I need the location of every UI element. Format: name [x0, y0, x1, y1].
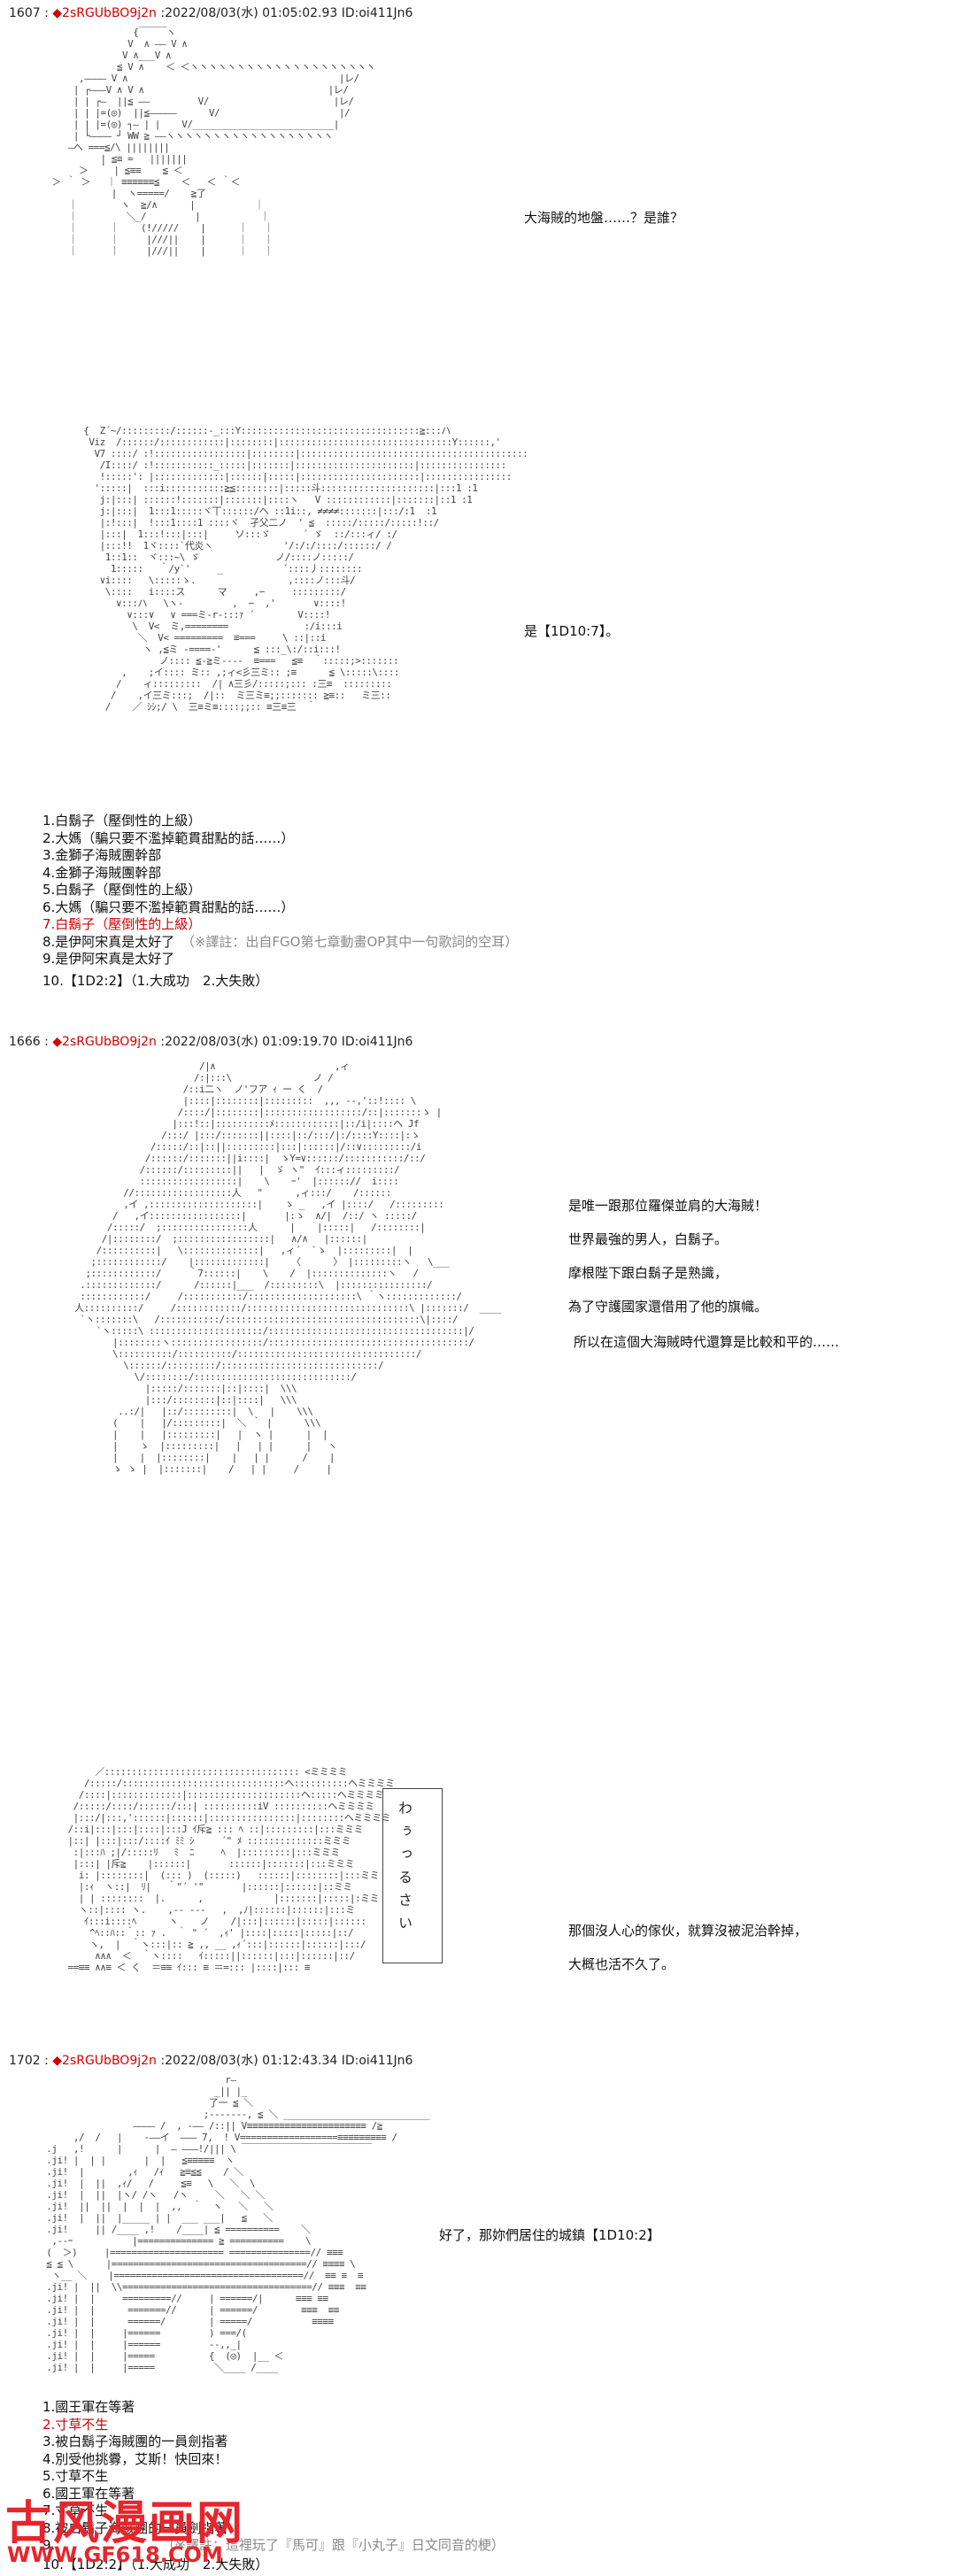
- list-item: 3.被白鬍子海賊團的一員劍指著: [42, 2433, 228, 2449]
- post-number: 1702 :: [9, 2054, 49, 2068]
- ascii-art-sword-pointer: r― _|| |_ 了一 ≦ ＼ ;-------, ≦ ＼ _________…: [46, 2074, 430, 2373]
- post-author[interactable]: 2sRGUbBO9j2n: [62, 6, 157, 20]
- speech-line: 那個沒人心的傢伙，就算沒被泥治幹掉，: [568, 1923, 808, 1939]
- list-item: 2.大媽（騙只要不濫掉範貫甜點的話……）: [42, 829, 295, 846]
- watermark-url: WWW.GF618.COM: [7, 2542, 223, 2567]
- speech-line: 世界最強的男人，白鬍子。: [568, 1231, 729, 1247]
- speech-bubble: [382, 1788, 443, 1963]
- choice-list: 1.國王軍在等著 2.寸草不生 3.被白鬍子海賊團的一員劍指著 4.別受他挑釁，…: [42, 2399, 505, 2555]
- post-header: 1702 : ◆2sRGUbBO9j2n :2022/08/03(水) 01:1…: [9, 2051, 412, 2069]
- ascii-art-tall-figure: /|∧ ,ィ /:|:::\ ノ / /::i二ヽ ノ'フア ｨ ー く / |…: [74, 1060, 502, 1475]
- diamond-icon: ◆: [52, 2054, 63, 2068]
- post-header: 1666 : ◆2sRGUbBO9j2n :2022/08/03(水) 01:0…: [9, 1032, 412, 1050]
- list-item-selected: 7.白鬍子（壓倒性的上級）: [42, 916, 202, 932]
- watermark-title: 古风漫画网: [5, 2496, 245, 2550]
- translator-note: （※譯註：出自FGO第七章動畫OP其中一句歌詞的空耳）: [188, 933, 519, 950]
- post-header: 1607 : ◆2sRGUbBO9j2n :2022/08/03(水) 01:0…: [9, 4, 412, 21]
- speech-line: 大海賊的地盤……？是誰？: [524, 210, 684, 226]
- ascii-art-annoyed-character: ／:::::::::::::::::::::::::::::::::::: <ミ…: [67, 1766, 395, 1973]
- speech-line: 好了，那妳們居住的城鎮【1D10:2】: [439, 2227, 660, 2243]
- speech-line: 為了守護國家還借用了他的旗幟。: [568, 1299, 768, 1315]
- list-item: 1.白鬍子（壓倒性的上級）: [42, 813, 202, 829]
- post-number: 1607 :: [9, 6, 49, 20]
- speech-line: 大概也活不久了。: [568, 1956, 675, 1972]
- list-item: 9.（※譯註：這裡玩了『馬可』跟『小丸子』日文同音的梗）: [42, 2537, 505, 2553]
- diamond-icon: ◆: [52, 6, 63, 20]
- list-item: 5.寸草不生: [42, 2468, 109, 2484]
- list-item: 8.是伊阿宋真是太好了 （※譯註：出自FGO第七章動畫OP其中一句歌詞的空耳）: [42, 933, 519, 950]
- speech-line: 摩根陛下跟白鬍子是熟識，: [568, 1265, 729, 1281]
- list-item: 9.是伊阿宋真是太好了: [42, 951, 175, 967]
- speech-line: 是【1D10:7】。: [524, 623, 620, 639]
- post-meta: :2022/08/03(水) 01:05:02.93 ID:oi411Jn6: [160, 6, 413, 20]
- post-author[interactable]: 2sRGUbBO9j2n: [62, 1035, 157, 1049]
- speech-line: 是唯一跟那位羅傑並肩的大海賊！: [568, 1198, 768, 1214]
- diamond-icon: ◆: [52, 1035, 63, 1049]
- vertical-speech: わぅっるさい: [396, 1801, 412, 1939]
- post-author[interactable]: 2sRGUbBO9j2n: [62, 2054, 157, 2068]
- list-item: 8.被白鬍子海賊團的一員劍指著: [42, 2519, 228, 2536]
- site-watermark-logo: 古风漫画网 WWW.GF618.COM: [5, 2486, 243, 2574]
- post-meta: :2022/08/03(水) 01:09:19.70 ID:oi411Jn6: [160, 1035, 413, 1049]
- dice-roll: 10.【1D2:2】（1.大成功 2.大失敗）: [42, 973, 269, 989]
- ascii-art-swordsman: {￣￣￣ヽ V ∧ ―― V ∧ V ∧___V ∧ ≦ V ∧ ＜ ＜ヽヽヽヽ…: [51, 27, 376, 257]
- list-item: 3.金獅子海賊團幹部: [42, 847, 162, 863]
- post-number: 1666 :: [9, 1035, 49, 1049]
- ascii-art-man-portrait: { Z´~/:::::::::/::::::-_:::Y::::::::::::…: [83, 425, 528, 713]
- list-item-selected: 2.寸草不生: [42, 2416, 109, 2433]
- dice-roll: 10.【1D2:2】（1.大成功 2.大失敗）: [42, 2557, 269, 2572]
- list-item: 6.大媽（騙只要不濫掉範貫甜點的話……）: [42, 899, 295, 915]
- list-item: 6.國王軍在等著: [42, 2485, 135, 2502]
- list-item: 4.別受他挑釁，艾斯！快回來！: [42, 2450, 228, 2467]
- list-item: 4.金獅子海賊團幹部: [42, 864, 162, 881]
- list-item: 1.國王軍在等著: [42, 2399, 135, 2415]
- list-item: 5.白鬍子（壓倒性的上級）: [42, 882, 202, 898]
- choice-list: 1.白鬍子（壓倒性的上級） 2.大媽（騙只要不濫掉範貫甜點的話……） 3.金獅子…: [42, 813, 518, 968]
- post-meta: :2022/08/03(水) 01:12:43.34 ID:oi411Jn6: [160, 2054, 413, 2068]
- speech-line: 所以在這個大海賊時代還算是比較和平的……: [574, 1334, 840, 1350]
- list-item: 7.寸草不生: [42, 2503, 109, 2518]
- translator-note: （※譯註：這裡玩了『馬可』跟『小丸子』日文同音的梗）: [161, 2537, 505, 2553]
